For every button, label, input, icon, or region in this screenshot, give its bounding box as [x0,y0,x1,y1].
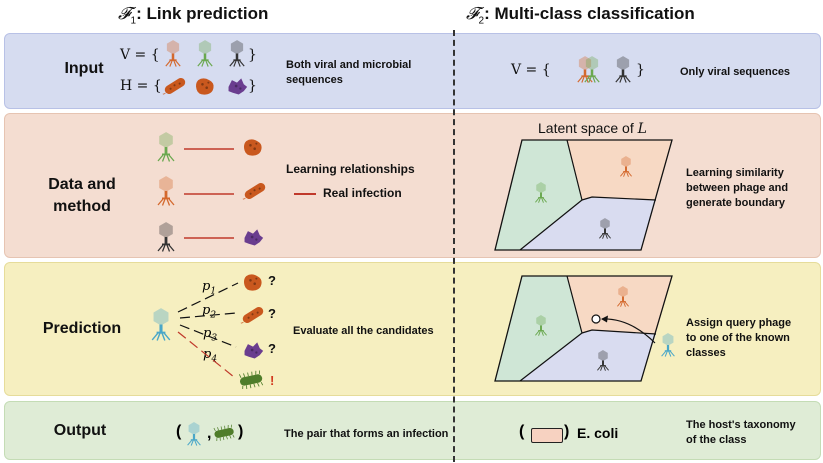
phage-green-icon [197,40,213,67]
pred-bacteria-purple-icon [244,342,264,359]
output-close-paren: ) [238,423,244,440]
data-phage-orange-icon [157,176,175,206]
data-bacteria-rod-icon [242,181,268,201]
region-blue [520,197,656,250]
prediction-band [4,262,821,396]
bacteria-rod-icon [162,76,188,96]
p4-label: p4 [203,347,218,365]
p1-label: p1 [202,279,217,297]
h-set-label: H = { [120,78,162,94]
output-right-close-paren: ) [564,423,570,440]
pred-bacteria-rod-icon [240,305,266,325]
row-label-input: Input [64,60,104,77]
right-phage-green-icon [584,56,600,83]
output-left-text: The pair that forms an infection [284,428,449,440]
phage-orange-icon [165,40,181,67]
phage-black-icon [229,40,245,67]
query-phage-icon [151,308,171,341]
prediction-latent-frame [494,275,673,382]
output-class-box-icon [531,428,563,443]
left-column-title: 𝓕1: Link prediction [118,4,269,27]
data-phage-green-icon [157,132,175,162]
output-comma: , [207,425,212,442]
data-phage-black-icon [157,222,175,252]
question-mark-1: ? [268,273,276,288]
output-band [4,401,821,460]
data-method-band [4,113,821,258]
region-green [495,140,582,250]
pred-bacteria-round-icon [243,274,262,291]
input-band [4,33,821,109]
row-label-output: Output [53,422,107,439]
data-left-text: Learning relationships [286,162,415,176]
pred-bacteria-green-icon [238,370,265,389]
right-v-set-close: } [636,62,645,78]
region-orange [567,140,672,200]
data-bacteria-round-icon [243,139,262,156]
real-infection-label: Real infection [323,186,402,200]
query-point [591,314,601,324]
v-set-label: V = { [120,47,160,63]
right-phage-black-icon [615,56,631,83]
question-mark-2: ? [268,306,276,321]
column-divider [453,30,455,462]
bacteria-purple-icon [228,78,248,95]
output-phage-icon [186,422,202,446]
candidate-edge-4 [177,331,235,378]
exclamation-mark: ! [270,373,275,388]
right-query-phage-icon [660,333,676,357]
v-set-close: } [248,47,257,63]
e-coli-label: E. coli [577,425,619,441]
candidate-edge-1 [177,282,239,313]
output-open-paren: ( [176,423,182,440]
prediction-left-text: Evaluate all the candidates [293,325,434,337]
row-label-prediction: Prediction [42,320,122,337]
latent-space-title: Latent space of L [538,120,647,137]
output-bacteria-icon [212,424,236,441]
h-set-close: } [248,78,257,94]
question-mark-3: ? [268,341,276,356]
candidate-edge-3 [179,324,237,348]
candidate-edge-2 [179,312,237,319]
right-column-title: 𝓕2: Multi-class classification [466,4,695,27]
output-right-open-paren: ( [519,423,525,440]
right-v-set-label: V = { [511,62,551,78]
bacteria-round-icon [195,78,214,95]
data-bacteria-purple-icon [244,229,264,246]
input-right-text: Only viral sequences [680,66,791,78]
latent-space-frame [494,139,673,251]
